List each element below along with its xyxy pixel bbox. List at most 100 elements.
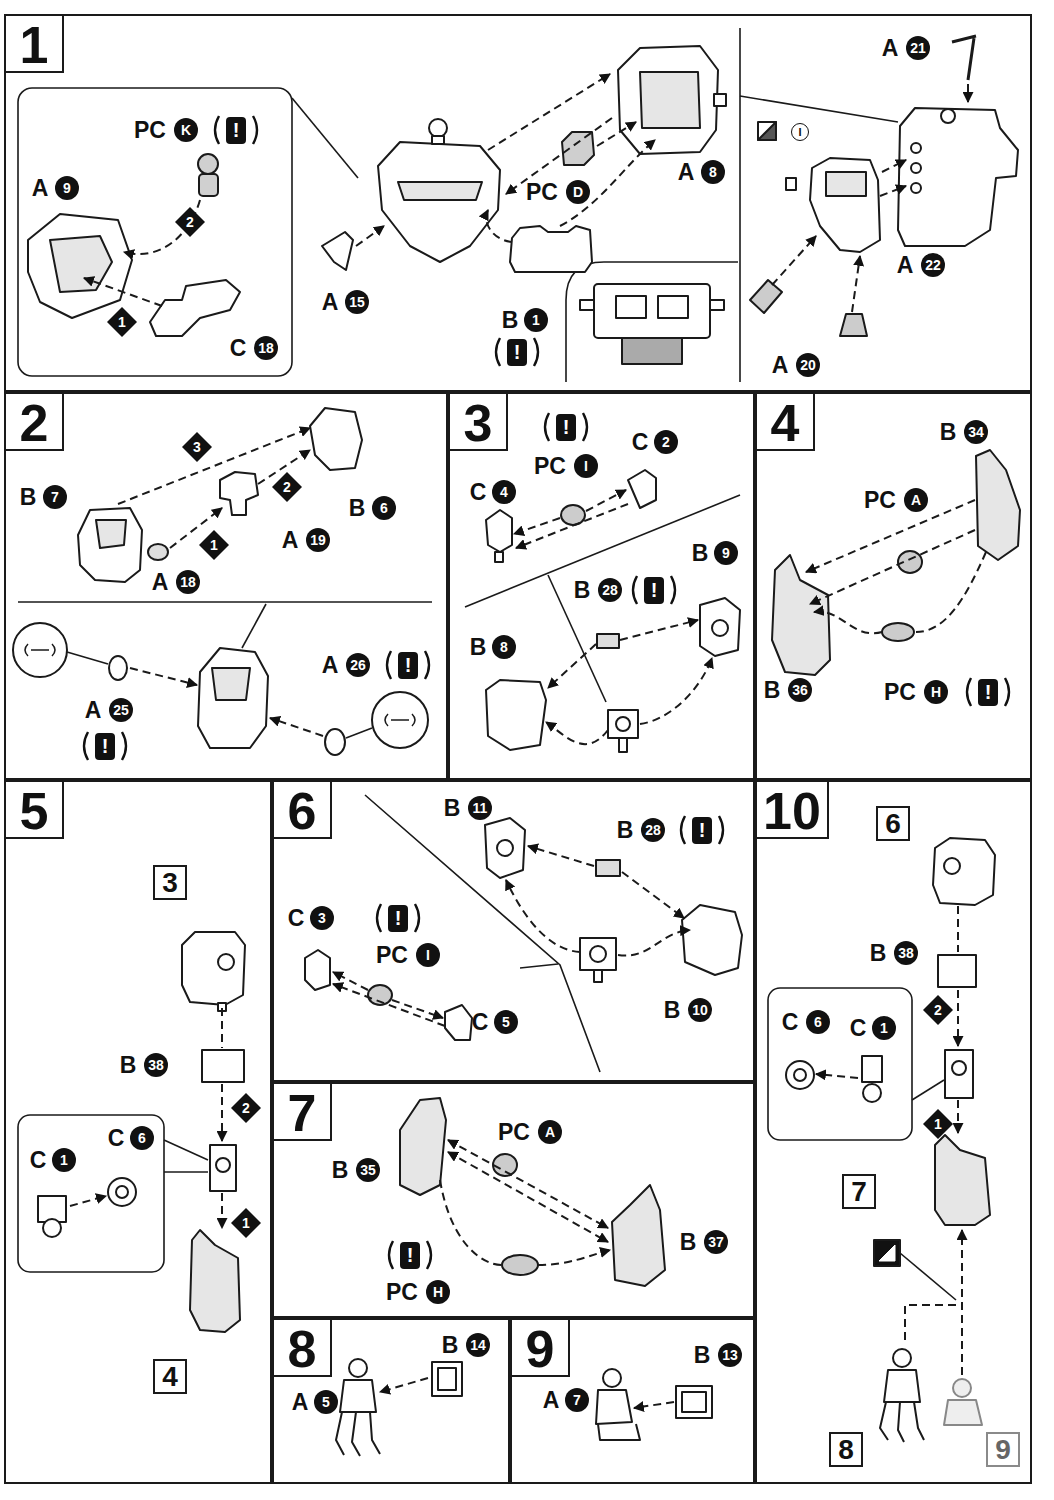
part-number: A xyxy=(904,488,928,512)
part-drawing xyxy=(596,1390,632,1424)
assembly-arrow xyxy=(597,122,636,146)
part-letter: C xyxy=(108,1126,125,1150)
assembly-arrow xyxy=(957,990,959,1046)
part-drawing xyxy=(710,300,724,310)
assembly-arrow xyxy=(957,906,959,952)
inset-frame xyxy=(18,88,292,376)
part-drawing xyxy=(772,555,830,675)
step-panel: 6 xyxy=(272,780,755,1082)
part-number: 25 xyxy=(109,698,133,722)
part-drawing xyxy=(325,729,345,755)
part-drawing xyxy=(108,1178,136,1206)
assembly-arrow xyxy=(618,930,690,956)
assembly-arrow xyxy=(905,1305,958,1340)
assembly-arrow xyxy=(506,118,612,194)
assembly-arrow xyxy=(814,612,882,634)
part-number: 5 xyxy=(494,1010,518,1034)
part-drawing xyxy=(712,620,728,636)
part-drawing xyxy=(199,174,218,196)
part-drawing xyxy=(976,450,1020,560)
part-drawing xyxy=(25,644,55,656)
inset-frame xyxy=(740,96,898,122)
assembly-arrow xyxy=(957,1100,959,1133)
part-drawing xyxy=(485,818,525,878)
assembly-arrow xyxy=(488,74,610,150)
step-number: 6 xyxy=(274,782,332,839)
part-drawing xyxy=(862,1056,882,1082)
part-letter: B xyxy=(692,541,709,565)
bracket xyxy=(415,904,419,932)
assembly-arrow xyxy=(772,236,816,285)
bracket xyxy=(427,1241,431,1269)
part-drawing xyxy=(198,154,218,174)
assembly-arrow xyxy=(440,1180,502,1265)
part-letter: A xyxy=(32,176,49,200)
part-drawing xyxy=(879,1245,895,1261)
part-number: 1 xyxy=(52,1148,76,1172)
step-panel: 7 xyxy=(272,1082,755,1318)
part-drawing xyxy=(911,163,921,173)
assembly-arrow xyxy=(961,1230,963,1375)
part-drawing xyxy=(750,280,782,313)
part-drawing xyxy=(580,938,616,970)
bracket xyxy=(671,576,675,604)
part-drawing xyxy=(562,132,594,165)
part-drawing xyxy=(594,970,602,982)
part-letter: PC xyxy=(534,454,566,478)
part-drawing xyxy=(676,1386,712,1418)
bracket xyxy=(377,904,381,932)
caution-mark: ! xyxy=(226,117,246,144)
part-number: 19 xyxy=(306,528,330,552)
part-drawing xyxy=(952,36,976,80)
part-drawing xyxy=(622,338,682,364)
part-drawing xyxy=(911,183,921,193)
step-panel: 4 xyxy=(755,392,1032,780)
part-drawing xyxy=(495,552,503,562)
part-drawing xyxy=(608,710,638,738)
part-letter: B xyxy=(764,678,781,702)
assembly-arrow xyxy=(806,500,975,572)
assembly-arrow xyxy=(560,140,655,226)
reference-number: 9 xyxy=(995,1435,1011,1465)
part-drawing xyxy=(953,1379,971,1397)
inset-frame xyxy=(18,28,956,1300)
part-drawing xyxy=(322,232,353,270)
step-number: 4 xyxy=(757,394,815,451)
part-number: 6 xyxy=(130,1126,154,1150)
step-number: 3 xyxy=(450,394,508,451)
part-number: I xyxy=(416,943,440,967)
part-drawing xyxy=(658,296,688,318)
part-letter: C xyxy=(288,906,305,930)
reference-box: 8 xyxy=(829,1432,863,1467)
part-letter: PC xyxy=(498,1120,530,1144)
part-drawing xyxy=(340,1380,376,1412)
part-letter: B xyxy=(680,1230,697,1254)
part-drawing xyxy=(810,158,880,252)
part-letter: PC xyxy=(864,488,896,512)
part-letter: PC xyxy=(884,680,916,704)
part-drawing xyxy=(682,905,742,975)
part-drawing xyxy=(597,634,619,648)
assembly-arrow xyxy=(538,1250,610,1265)
step-panel: 534 xyxy=(4,780,272,1484)
assembly-arrow xyxy=(586,490,626,511)
part-letter: PC xyxy=(386,1280,418,1304)
part-drawing xyxy=(944,1400,982,1425)
part-drawing xyxy=(598,1424,640,1440)
bracket xyxy=(545,413,549,441)
part-number: 28 xyxy=(598,578,622,602)
step-order: 1 xyxy=(107,307,137,337)
part-number: H xyxy=(426,1280,450,1304)
part-drawing xyxy=(28,214,132,318)
part-number: 21 xyxy=(906,36,930,60)
part-drawing xyxy=(438,1368,456,1390)
part-drawing xyxy=(628,470,656,508)
part-number: 37 xyxy=(704,1230,728,1254)
caution-mark: ! xyxy=(644,577,664,604)
part-drawing xyxy=(497,840,513,856)
step-number: 8 xyxy=(274,1320,332,1377)
assembly-arrow xyxy=(258,450,310,484)
reference-number: 7 xyxy=(851,1177,867,1207)
part-drawing xyxy=(502,1255,538,1275)
